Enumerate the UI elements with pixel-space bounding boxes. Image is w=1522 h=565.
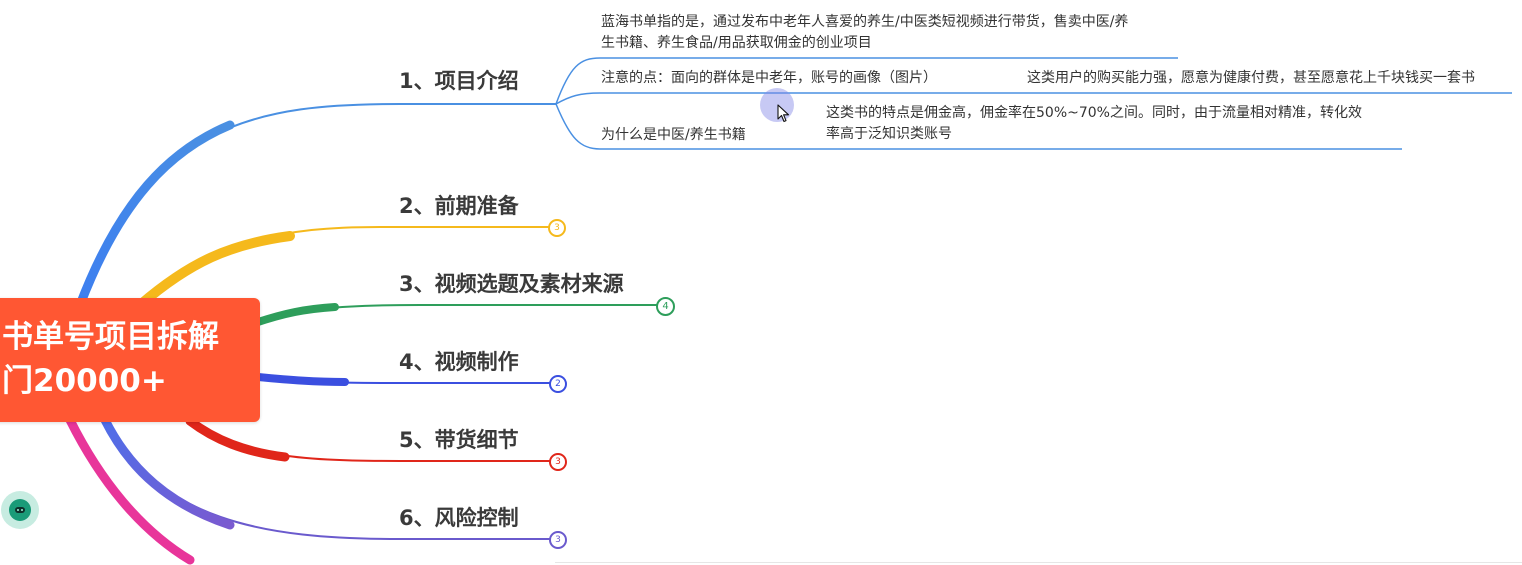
robot-icon [9,499,31,521]
intro-sub-connector-why [555,103,1402,150]
branch-video-topics[interactable]: 3、视频选题及素材来源 [399,272,624,296]
intro-audience-detail[interactable]: 这类用户的购买能力强，愿意为健康付费，甚至愿意花上千块钱买一套书 [1027,70,1475,86]
intro-definition-line1[interactable]: 蓝海书单指的是，通过发布中老年人喜爱的养生/中医类短视频进行带货，售卖中医/养 [601,14,1129,30]
expand-badge-video-production[interactable]: 2 [549,375,567,393]
branch-preparation[interactable]: 2、前期准备 [399,194,519,218]
assistant-bot-button[interactable] [1,491,39,529]
intro-why-title[interactable]: 为什么是中医/养生书籍 [601,127,746,143]
intro-sub-connector-definition [555,57,1178,105]
root-title-line1: 书单号项目拆解 [2,319,219,355]
expand-badge-risk-control[interactable]: 3 [549,531,567,549]
branch-connector-4-thick [254,373,349,386]
intro-why-detail-line1[interactable]: 这类书的特点是佣金高，佣金率在50%~70%之间。同时，由于流量相对精准，转化效 [826,105,1362,121]
branch-video-production[interactable]: 4、视频制作 [399,350,519,374]
intro-why-detail-line2[interactable]: 率高于泛知识类账号 [826,126,952,142]
branch-connector-3-thick [251,303,339,327]
branch-sales-details[interactable]: 5、带货细节 [399,428,519,452]
mouse-pointer-icon [777,104,790,123]
branch-connector-1-thick [75,120,235,310]
intro-sub-connector-audience [555,92,1512,105]
intro-definition-line2[interactable]: 生书籍、养生食品/用品获取佣金的创业项目 [601,35,872,51]
expand-badge-preparation[interactable]: 3 [548,219,566,237]
root-title-line2: 门20000+ [2,363,167,399]
expand-badge-sales-details[interactable]: 3 [549,453,567,471]
root-node[interactable]: 书单号项目拆解 门20000+ [0,298,260,422]
branch-connector-2-thick [135,231,295,310]
cursor-highlight [760,88,794,122]
branch-connector-5-thick [185,416,290,462]
bottom-divider [555,562,1522,563]
expand-badge-video-topics[interactable]: 4 [656,297,675,316]
branch-risk-control[interactable]: 6、风险控制 [399,506,519,530]
intro-audience-point[interactable]: 注意的点：面向的群体是中老年，账号的画像（图片） [601,70,937,86]
branch-connector-6-thick [100,415,235,530]
branch-project-intro[interactable]: 1、项目介绍 [399,69,519,93]
branch-connector-7-partial [65,415,195,565]
